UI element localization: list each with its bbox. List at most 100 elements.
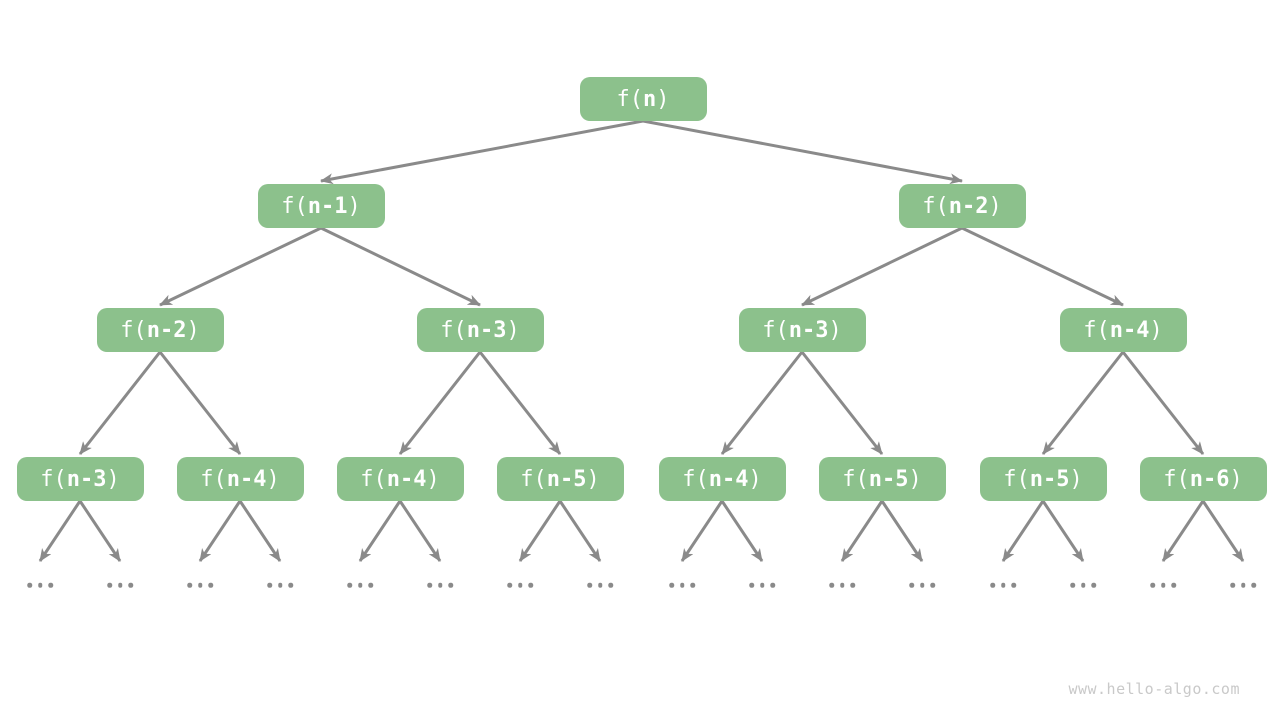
dot [267,582,272,588]
node-label-post: ) [266,466,280,492]
edge-arrow [238,500,282,562]
edge-arrow [1121,351,1205,455]
dot [930,582,935,588]
dot [277,582,283,588]
dot [829,582,834,588]
node-label-pre: f( [360,466,387,492]
edge-arrow [78,351,162,455]
node-label-pre: f( [200,466,227,492]
node-label-arg: n-5 [1029,466,1070,492]
edge-arrow [158,351,242,455]
edge-arrow [1001,500,1045,562]
dot [117,582,123,588]
node-label-pre: f( [762,317,789,343]
edge-arrow [38,500,82,562]
tree-node-f(n): f(n) [579,77,707,121]
edge-arrow [358,500,402,562]
dot [839,582,845,588]
dot [208,582,213,588]
node-label-post: ) [828,317,842,343]
edge-arrow [961,226,1124,307]
node-label-arg: n-3 [466,317,507,343]
dot [1171,582,1176,588]
dot [437,582,443,588]
dot [1091,582,1096,588]
node-label-arg: n-4 [1109,317,1150,343]
ellipsis-dots [829,582,855,588]
ellipsis-dots [107,582,133,588]
node-label-arg: n-3 [788,317,829,343]
node-label-post: ) [656,86,670,112]
dot [587,582,592,588]
dot [528,582,533,588]
node-label-post: ) [186,317,200,343]
edge-arrow [159,226,322,307]
edge-arrow [398,500,442,562]
dot [368,582,373,588]
node-label-pre: f( [616,86,644,112]
edge-arrow [478,351,562,455]
ellipsis-dots [27,582,53,588]
node-label-arg: n-4 [226,466,267,492]
edge-arrow [78,500,122,562]
tree-node-f(n-4): f(n-4) [176,457,304,501]
node-label-post: ) [106,466,120,492]
dot [197,582,203,588]
dot [128,582,133,588]
node-label-pre: f( [120,317,147,343]
edge-arrow [642,119,963,185]
node-label-pre: f( [1003,466,1030,492]
node-label-post: ) [586,466,600,492]
node-label-post: ) [908,466,922,492]
dot [1240,582,1246,588]
tree-node-f(n-4): f(n-4) [1059,308,1187,352]
tree-node-f(n-3): f(n-3) [16,457,144,501]
tree-node-f(n-6): f(n-6) [1139,457,1267,501]
node-label-post: ) [506,317,520,343]
ellipsis-dots [1230,582,1256,588]
dot [909,582,914,588]
dot [288,582,293,588]
edge-arrow [680,500,724,562]
dot [507,582,512,588]
dot [1070,582,1075,588]
ellipsis-dots [749,582,775,588]
node-label-pre: f( [1163,466,1190,492]
edge-arrow [840,500,884,562]
node-label-post: ) [748,466,762,492]
edge-arrow [880,500,924,562]
ellipsis-dots [187,582,213,588]
node-label-post: ) [1069,466,1083,492]
dot [759,582,765,588]
node-label-pre: f( [1083,317,1110,343]
tree-node-f(n-2): f(n-2) [898,184,1026,228]
dot [427,582,432,588]
edge-arrow [720,351,804,455]
node-label-pre: f( [281,193,308,219]
edge-arrow [320,119,644,185]
node-label-arg: n-2 [146,317,187,343]
dot [1150,582,1155,588]
edge-arrow [801,226,963,307]
edge-arrow [198,500,242,562]
node-label-arg: n-5 [868,466,909,492]
tree-node-f(n-5): f(n-5) [818,457,946,501]
tree-node-f(n-3): f(n-3) [416,308,544,352]
dot [608,582,613,588]
ellipsis-dots [990,582,1016,588]
node-label-pre: f( [40,466,67,492]
tree-node-f(n-5): f(n-5) [979,457,1107,501]
edge-arrow [518,500,562,562]
edge-arrow [1161,500,1205,562]
node-label-arg: n-3 [66,466,107,492]
dot [850,582,855,588]
node-label-arg: n-4 [386,466,427,492]
ellipsis-dots [669,582,695,588]
dot [448,582,453,588]
edge-arrow [1041,351,1125,455]
edge-arrow [800,351,884,455]
node-label-arg: n-4 [708,466,749,492]
dot [187,582,192,588]
edge-arrow [1201,500,1245,562]
